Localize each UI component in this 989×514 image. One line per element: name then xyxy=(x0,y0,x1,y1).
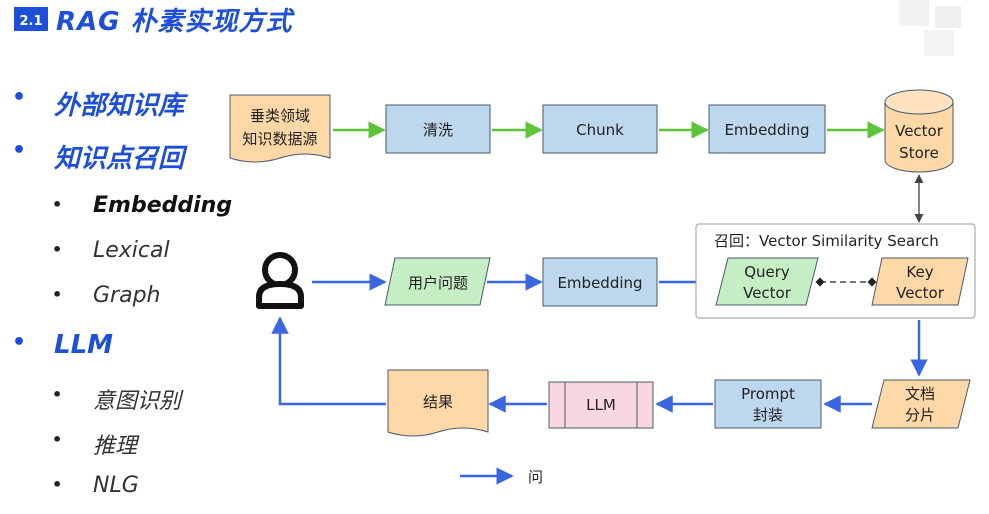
bullet-icon: • xyxy=(12,330,27,355)
node-result: 结果 xyxy=(387,369,489,437)
bullet-icon: • xyxy=(52,285,63,304)
svg-text:Store: Store xyxy=(899,144,939,162)
bullet-icon: • xyxy=(12,138,27,163)
node-embedding-mid: Embedding xyxy=(542,257,658,307)
svg-text:清洗: 清洗 xyxy=(423,121,453,139)
svg-text:垂类领域: 垂类领域 xyxy=(250,107,310,125)
svg-text:Prompt: Prompt xyxy=(741,385,795,403)
node-query-vector: Query Vector xyxy=(715,257,819,306)
node-prompt: Prompt 封装 xyxy=(714,379,822,429)
bullet-icon: • xyxy=(52,430,63,449)
svg-text:Query: Query xyxy=(744,263,790,281)
svg-text:结果: 结果 xyxy=(423,393,453,411)
node-doc-chunks: 文档 分片 xyxy=(871,379,971,429)
node-source: 垂类领域 知识数据源 xyxy=(229,94,331,163)
svg-text:Embedding: Embedding xyxy=(724,121,809,139)
svg-text:Vector: Vector xyxy=(895,122,944,140)
svg-text:分片: 分片 xyxy=(905,406,935,424)
svg-text:Vector: Vector xyxy=(743,284,792,302)
node-clean: 清洗 xyxy=(385,104,491,154)
legend-text: 问 xyxy=(528,468,543,486)
svg-text:知识数据源: 知识数据源 xyxy=(242,130,317,148)
bullet-icon: • xyxy=(52,240,63,259)
svg-text:封装: 封装 xyxy=(753,406,783,424)
user-icon xyxy=(256,252,304,309)
section-number-badge: 2.1 xyxy=(14,7,48,31)
slide-title: RAG 朴素实现方式 xyxy=(56,7,293,37)
node-embedding-top: Embedding xyxy=(708,104,826,154)
corner-decoration xyxy=(899,0,961,56)
node-llm: LLM xyxy=(548,381,654,429)
node-vector-store: Vector Store xyxy=(884,89,954,173)
node-key-vector: Key Vector xyxy=(871,257,969,306)
node-chunk: Chunk xyxy=(542,104,658,154)
bullet-icon: • xyxy=(12,85,27,110)
svg-text:LLM: LLM xyxy=(586,396,616,414)
svg-text:Key: Key xyxy=(906,263,933,281)
arrow-result-to-user xyxy=(271,316,386,406)
node-user-query: 用户问题 xyxy=(384,257,491,306)
bullet-icon: • xyxy=(52,475,63,494)
bullet-icon: • xyxy=(52,385,63,404)
slide-header: 2.1 RAG 朴素实现方式 xyxy=(0,0,989,56)
legend: 问 xyxy=(460,458,664,498)
svg-text:用户问题: 用户问题 xyxy=(408,274,468,292)
recall-title: 召回：Vector Similarity Search xyxy=(714,232,939,250)
svg-text:Vector: Vector xyxy=(896,284,945,302)
svg-text:Chunk: Chunk xyxy=(576,121,624,139)
bullet-icon: • xyxy=(52,195,63,214)
svg-text:文档: 文档 xyxy=(905,385,935,403)
svg-text:Embedding: Embedding xyxy=(557,274,642,292)
